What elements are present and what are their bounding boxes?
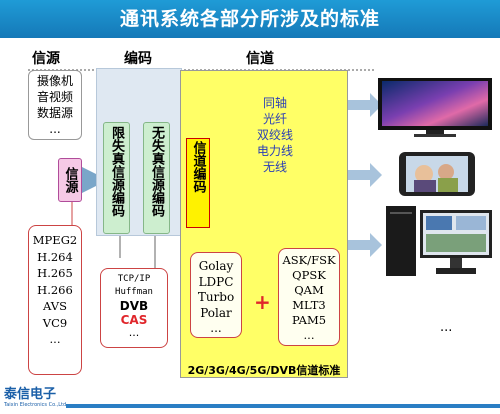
source-item: ... bbox=[49, 122, 61, 136]
source-standard-item: H.265 bbox=[37, 266, 73, 280]
channel-code-item: LDPC bbox=[198, 274, 234, 289]
lossless-standard-item: CAS bbox=[120, 313, 148, 327]
lossless-standard-item: DVB bbox=[119, 299, 149, 313]
channel-coding-label: 信道编码 bbox=[190, 141, 206, 193]
lossy-coding-box: 限失真信源编码 bbox=[103, 122, 130, 234]
media-item: 光纤 bbox=[262, 112, 287, 126]
source-box: 摄像机 音视频 数据源 ... bbox=[28, 70, 82, 140]
modulation-item: PAM5 bbox=[291, 313, 327, 327]
devices-ellipsis: ... bbox=[440, 320, 453, 335]
modulation-item: QAM bbox=[294, 283, 324, 297]
source-standard-item: MPEG2 bbox=[32, 233, 78, 247]
lossy-coding-label: 限失真信源编码 bbox=[109, 126, 124, 217]
media-item: 双绞线 bbox=[256, 128, 293, 142]
lossless-coding-label: 无失真信源编码 bbox=[149, 126, 164, 217]
source-standard-item: ... bbox=[49, 332, 61, 346]
company-logo: 泰信电子 Taixin Electronics Co.,Ltd bbox=[4, 388, 68, 412]
desktop-pc-image bbox=[386, 206, 492, 276]
lossless-standard-item: ... bbox=[128, 326, 140, 339]
channel-codes-box: Golay LDPC Turbo Polar ... bbox=[190, 252, 242, 338]
media-item: 无线 bbox=[262, 160, 287, 174]
header-encoding: 编码 bbox=[124, 51, 152, 67]
modulation-item: MLT3 bbox=[292, 298, 326, 312]
modulation-item: QPSK bbox=[292, 268, 326, 282]
source-item: 数据源 bbox=[36, 106, 73, 120]
lossless-standard-item: Huffman bbox=[115, 287, 153, 297]
source-standard-item: AVS bbox=[43, 299, 67, 313]
lossless-coding-box: 无失真信源编码 bbox=[143, 122, 170, 234]
source-node: 信源 bbox=[58, 158, 82, 202]
channel-coding-box: 信道编码 bbox=[186, 138, 210, 228]
source-standards-box: MPEG2 H.264 H.265 H.266 AVS VC9 ... bbox=[28, 225, 82, 375]
source-node-label: 信源 bbox=[62, 167, 78, 193]
source-standard-item: H.266 bbox=[37, 282, 73, 297]
phone-image bbox=[399, 152, 475, 196]
header-source: 信源 bbox=[32, 51, 60, 67]
media-item: 同轴 bbox=[262, 96, 287, 110]
source-item: 音视频 bbox=[36, 90, 73, 104]
media-list: 同轴 光纤 双绞线 电力线 无线 bbox=[240, 95, 310, 175]
plus-sign: + bbox=[254, 290, 271, 314]
tv-image bbox=[378, 78, 492, 137]
lossless-standards-box: TCP/IP Huffman DVB CAS ... bbox=[100, 268, 168, 348]
page-title: 通讯系统各部分所涉及的标准 bbox=[0, 0, 500, 38]
modulation-item: ... bbox=[303, 328, 315, 342]
channel-code-item: Golay bbox=[198, 259, 234, 273]
footer-bar bbox=[66, 404, 500, 408]
modulation-item: ASK/FSK bbox=[282, 253, 336, 267]
media-item: 电力线 bbox=[256, 144, 293, 158]
source-item: 摄像机 bbox=[36, 74, 73, 88]
channel-code-item: Turbo bbox=[197, 290, 235, 304]
lossless-standard-item: TCP/IP bbox=[117, 274, 151, 284]
logo-sub: Taixin Electronics Co.,Ltd bbox=[4, 402, 67, 408]
channel-code-item: Polar bbox=[200, 305, 232, 320]
modulation-box: ASK/FSK QPSK QAM MLT3 PAM5 ... bbox=[278, 248, 340, 346]
logo-name: 泰信电子 bbox=[4, 387, 57, 402]
channel-standard-caption: 2G/3G/4G/5G/DVB信道标准 bbox=[187, 364, 341, 377]
source-standard-item: VC9 bbox=[42, 315, 68, 330]
source-standard-item: H.264 bbox=[37, 249, 73, 264]
channel-code-item: ... bbox=[210, 321, 222, 335]
header-channel: 信道 bbox=[246, 51, 274, 67]
